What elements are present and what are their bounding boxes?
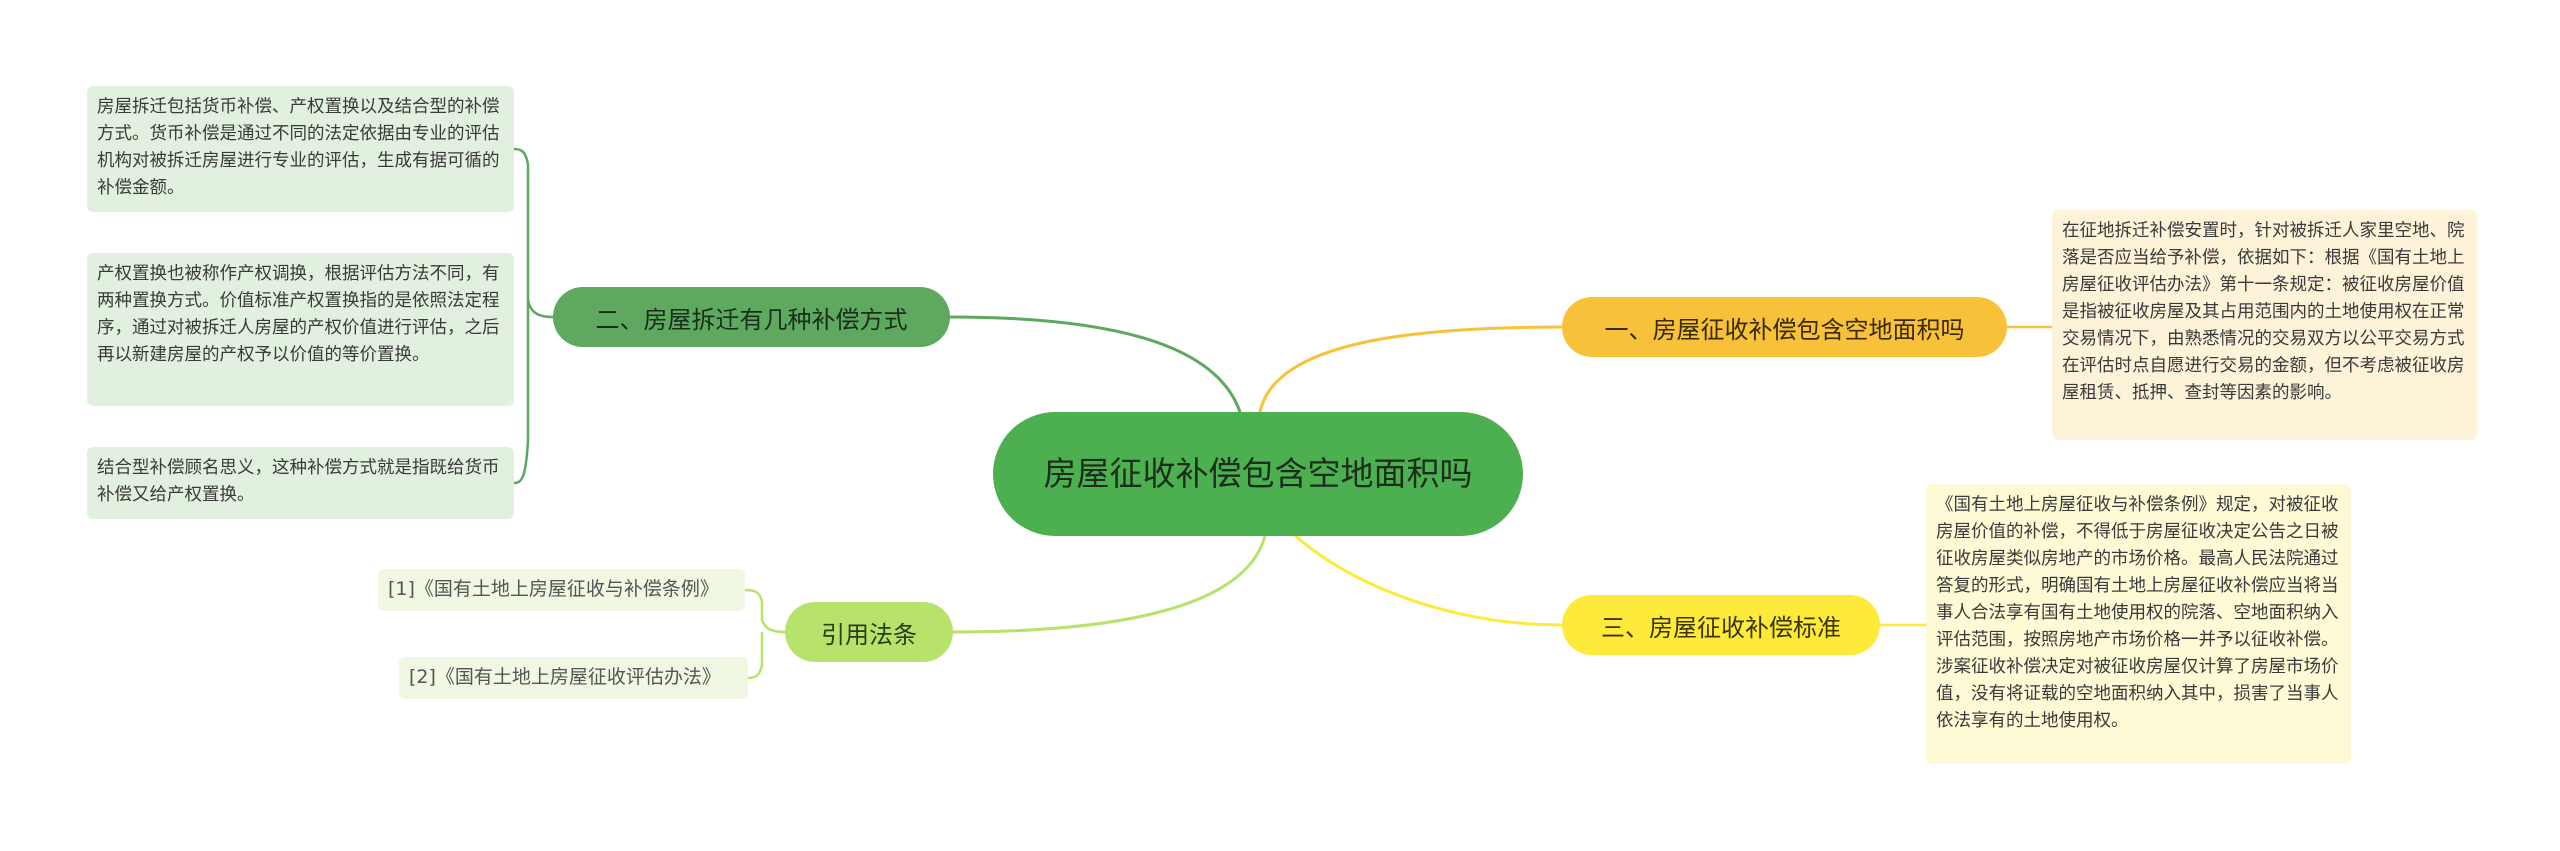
leaf-property-exchange[interactable]: 产权置换也被称作产权调换，根据评估方法不同，有两种置换方式。价值标准产权置换指的… <box>87 253 514 406</box>
connector-law-items <box>744 588 786 680</box>
leaf-law-reference-1[interactable]: [1]《国有土地上房屋征收与补偿条例》 <box>378 569 745 611</box>
branch-vacant-land-question[interactable]: 一、房屋征收补偿包含空地面积吗 <box>1562 297 2007 357</box>
leaf-monetary-compensation[interactable]: 房屋拆迁包括货币补偿、产权置换以及结合型的补偿方式。货币补偿是通过不同的法定依据… <box>87 86 514 212</box>
connector-center-method <box>949 315 1242 413</box>
branch-label: 一、房屋征收补偿包含空地面积吗 <box>1604 315 1965 344</box>
central-topic-label: 房屋征收补偿包含空地面积吗 <box>1043 454 1473 493</box>
branch-compensation-methods[interactable]: 二、房屋拆迁有几种补偿方式 <box>553 287 950 347</box>
leaf-vacant-land-answer[interactable]: 在征地拆迁补偿安置时，针对被拆迁人家里空地、院落是否应当给予补偿，依据如下：根据… <box>2052 210 2477 440</box>
leaf-compensation-standard-detail[interactable]: 《国有土地上房屋征收与补偿条例》规定，对被征收房屋价值的补偿，不得低于房屋征收决… <box>1926 484 2351 764</box>
connector-center-law <box>952 535 1267 634</box>
branch-label: 二、房屋拆迁有几种补偿方式 <box>595 305 908 334</box>
branch-label: 引用法条 <box>821 620 917 649</box>
leaf-combined-compensation[interactable]: 结合型补偿顾名思义，这种补偿方式就是指既给货币补偿又给产权置换。 <box>87 447 514 519</box>
central-topic[interactable]: 房屋征收补偿包含空地面积吗 <box>993 412 1523 536</box>
connector-center-area <box>1258 325 1563 413</box>
leaf-law-reference-2[interactable]: [2]《国有土地上房屋征收评估办法》 <box>399 657 748 699</box>
branch-cited-laws[interactable]: 引用法条 <box>785 602 953 662</box>
connector-method-items <box>513 147 554 485</box>
branch-label: 三、房屋征收补偿标准 <box>1601 613 1841 642</box>
branch-compensation-standard[interactable]: 三、房屋征收补偿标准 <box>1562 595 1880 655</box>
